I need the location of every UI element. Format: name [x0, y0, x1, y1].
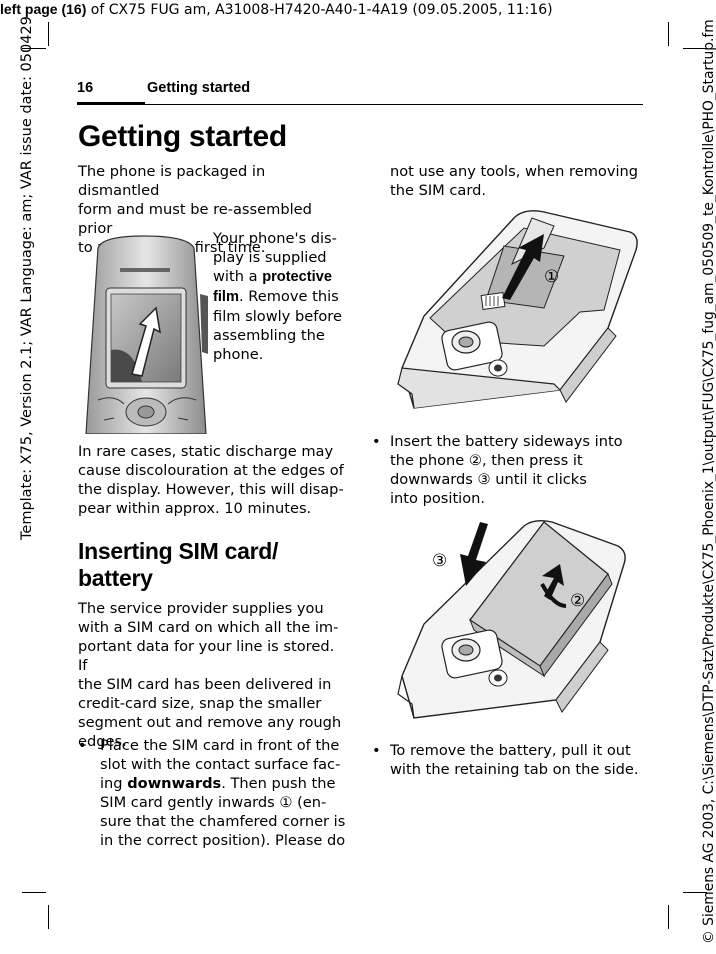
bullet-dot: • — [372, 433, 381, 450]
text-line: Your phone's dis- — [213, 230, 337, 247]
text-line: The phone is packaged in dismantled — [78, 163, 266, 199]
text-line: the SIM card. — [390, 182, 486, 199]
phone-film-illustration — [85, 235, 208, 434]
section-heading: Inserting SIM card/ battery — [78, 538, 318, 592]
text-line: Insert the battery sideways into — [390, 433, 623, 450]
text-line: assembling the — [213, 327, 325, 344]
text-line: In rare cases, static discharge may — [78, 443, 334, 460]
text-line: To remove the battery, pull it out — [390, 742, 631, 759]
text-line: film. Remove this — [213, 287, 348, 307]
text-line: slot with the contact surface fac- — [100, 756, 341, 773]
text-line: credit-card size, snap the smaller — [78, 695, 322, 712]
bullet-battery-insert: • Insert the battery sideways into the p… — [372, 432, 642, 508]
crop-mark — [22, 48, 46, 49]
crop-mark — [683, 48, 707, 49]
text-line: the phone ②, then press it — [390, 452, 583, 469]
text-line: form and must be re-assembled prior — [78, 201, 312, 237]
crop-mark — [48, 22, 49, 46]
text-line: with a SIM card on which all the im- — [78, 619, 339, 636]
crop-mark — [668, 905, 669, 929]
bullet-battery-remove: • To remove the battery, pull it out wit… — [372, 741, 642, 779]
heading-line: Inserting SIM card/ — [78, 538, 279, 564]
text-line: edges. — [78, 733, 127, 750]
print-header-rest: of CX75 FUG am, A31008-H7420-A40-1-4A19 … — [86, 2, 553, 18]
sim-insert-illustration: ① — [397, 210, 638, 409]
text-line: with the retaining tab on the side. — [390, 761, 639, 778]
text-line: ing downwards. Then push the — [100, 774, 350, 793]
text-line: not use any tools, when removing — [390, 163, 639, 180]
label-two: ② — [570, 591, 585, 611]
sim-paragraph: The service provider supplies you with a… — [78, 599, 346, 751]
bullet-dot: • — [372, 742, 381, 759]
header-rule — [145, 104, 643, 105]
print-header: left page (16) of CX75 FUG am, A31008-H7… — [0, 0, 716, 19]
text-fragment: . Then push the — [221, 775, 336, 792]
running-title: Getting started — [147, 80, 251, 96]
label-one: ① — [544, 267, 559, 287]
bold-term: protective — [262, 269, 332, 285]
text-fragment: ing — [100, 775, 128, 792]
battery-insert-illustration: ② ③ — [397, 519, 626, 719]
film-note: Your phone's dis- play is supplied with … — [213, 229, 348, 364]
crop-mark — [668, 22, 669, 46]
text-line: into position. — [390, 490, 486, 507]
text-line: SIM card gently inwards ① (en- — [100, 794, 327, 811]
text-line: pear within approx. 10 minutes. — [78, 500, 312, 517]
print-header-bold: left page (16) — [0, 1, 87, 17]
label-three: ③ — [432, 551, 447, 571]
bullet-sim-insert: • Place the SIM card in front of the slo… — [78, 736, 350, 850]
text-line: the SIM card has been delivered in — [78, 676, 332, 693]
discharge-paragraph: In rare cases, static discharge may caus… — [78, 442, 346, 518]
text-line: Place the SIM card in front of the — [100, 737, 340, 754]
text-line: The service provider supplies you — [78, 600, 324, 617]
template-info: Template: X75, Version 2.1; VAR Language… — [19, 16, 35, 540]
text-line: the display. However, this will disap- — [78, 481, 344, 498]
bullet-dot: • — [78, 737, 87, 754]
text-line: downwards ③ until it clicks — [390, 471, 587, 488]
text-fragment: with a — [213, 268, 263, 285]
header-rule-thick — [77, 102, 145, 105]
text-line: phone. — [213, 346, 264, 363]
text-line: cause discolouration at the edges of — [78, 462, 344, 479]
sim-continuation: not use any tools, when removing the SIM… — [390, 162, 644, 200]
crop-mark — [683, 892, 707, 893]
text-line: portant data for your line is stored. If — [78, 638, 335, 674]
text-fragment: . Remove this — [238, 288, 339, 305]
heading-line: battery — [78, 565, 153, 591]
text-line: with a protective — [213, 267, 348, 287]
crop-mark — [48, 905, 49, 929]
text-line: segment out and remove any rough — [78, 714, 342, 731]
page-number: 16 — [77, 80, 94, 96]
text-line: play is supplied — [213, 249, 327, 266]
bold-term: downwards — [127, 775, 222, 792]
bold-term: film — [213, 289, 239, 305]
text-line: film slowly before — [213, 308, 342, 325]
text-line: sure that the chamfered corner is — [100, 813, 346, 830]
copyright-path: © Siemens AG 2003, C:\Siemens\DTP-Satz\P… — [701, 19, 716, 944]
page-title: Getting started — [78, 120, 287, 153]
crop-mark — [22, 892, 46, 893]
text-line: in the correct position). Please do — [100, 832, 346, 849]
